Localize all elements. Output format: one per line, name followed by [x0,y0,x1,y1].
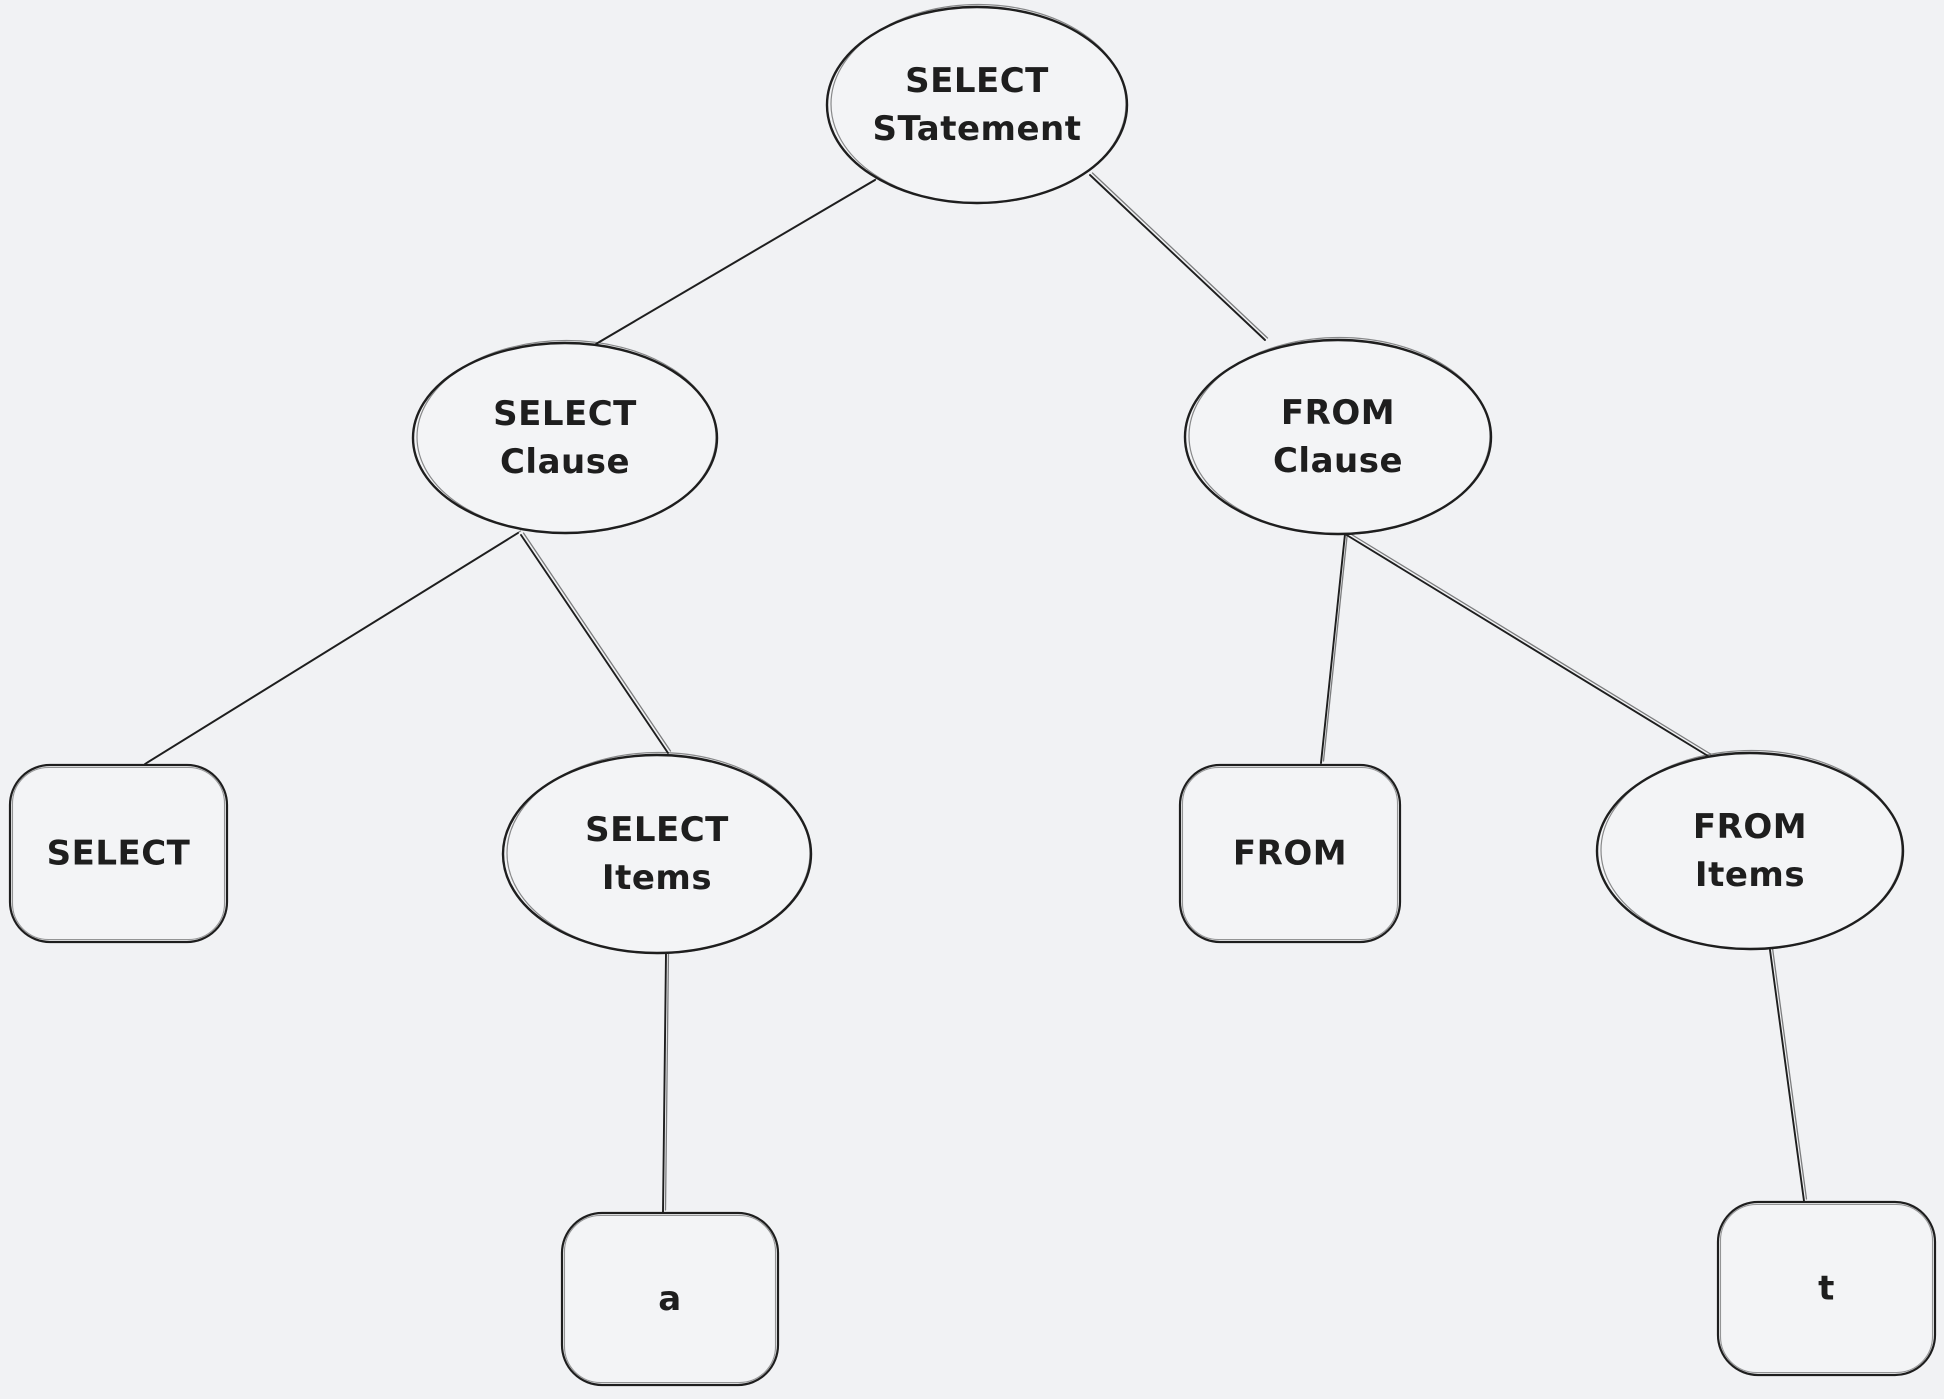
select-statement-ellipse [825,5,1129,205]
item-a-rect [560,1211,780,1387]
node-select-keyword[interactable]: SELECT [8,763,229,944]
edge-from-clause-to-from-items[interactable] [1344,531,1712,757]
item-t-rect [1716,1200,1937,1377]
node-label: t [1818,1269,1835,1309]
edge-select-clause-to-select-keyword[interactable] [144,530,522,765]
edge-select-statement-to-select-clause[interactable] [595,177,879,345]
node-label: a [658,1279,681,1319]
edge-select-items-to-item-a[interactable] [662,950,670,1213]
node-item-a[interactable]: a [560,1211,780,1387]
node-from-keyword[interactable]: FROM [1178,763,1402,944]
edge-from-clause-to-from-keyword[interactable] [1320,531,1349,764]
edge-select-statement-to-from-clause[interactable] [1089,172,1269,341]
edge-from-items-to-item-t[interactable] [1769,947,1808,1202]
node-label: SELECT [47,834,191,874]
from-keyword-rect [1178,763,1402,944]
node-label: FROM [1233,834,1347,874]
edge-select-clause-to-select-items[interactable] [520,532,672,754]
select-keyword-rect [8,763,229,944]
node-item-t[interactable]: t [1716,1200,1937,1377]
